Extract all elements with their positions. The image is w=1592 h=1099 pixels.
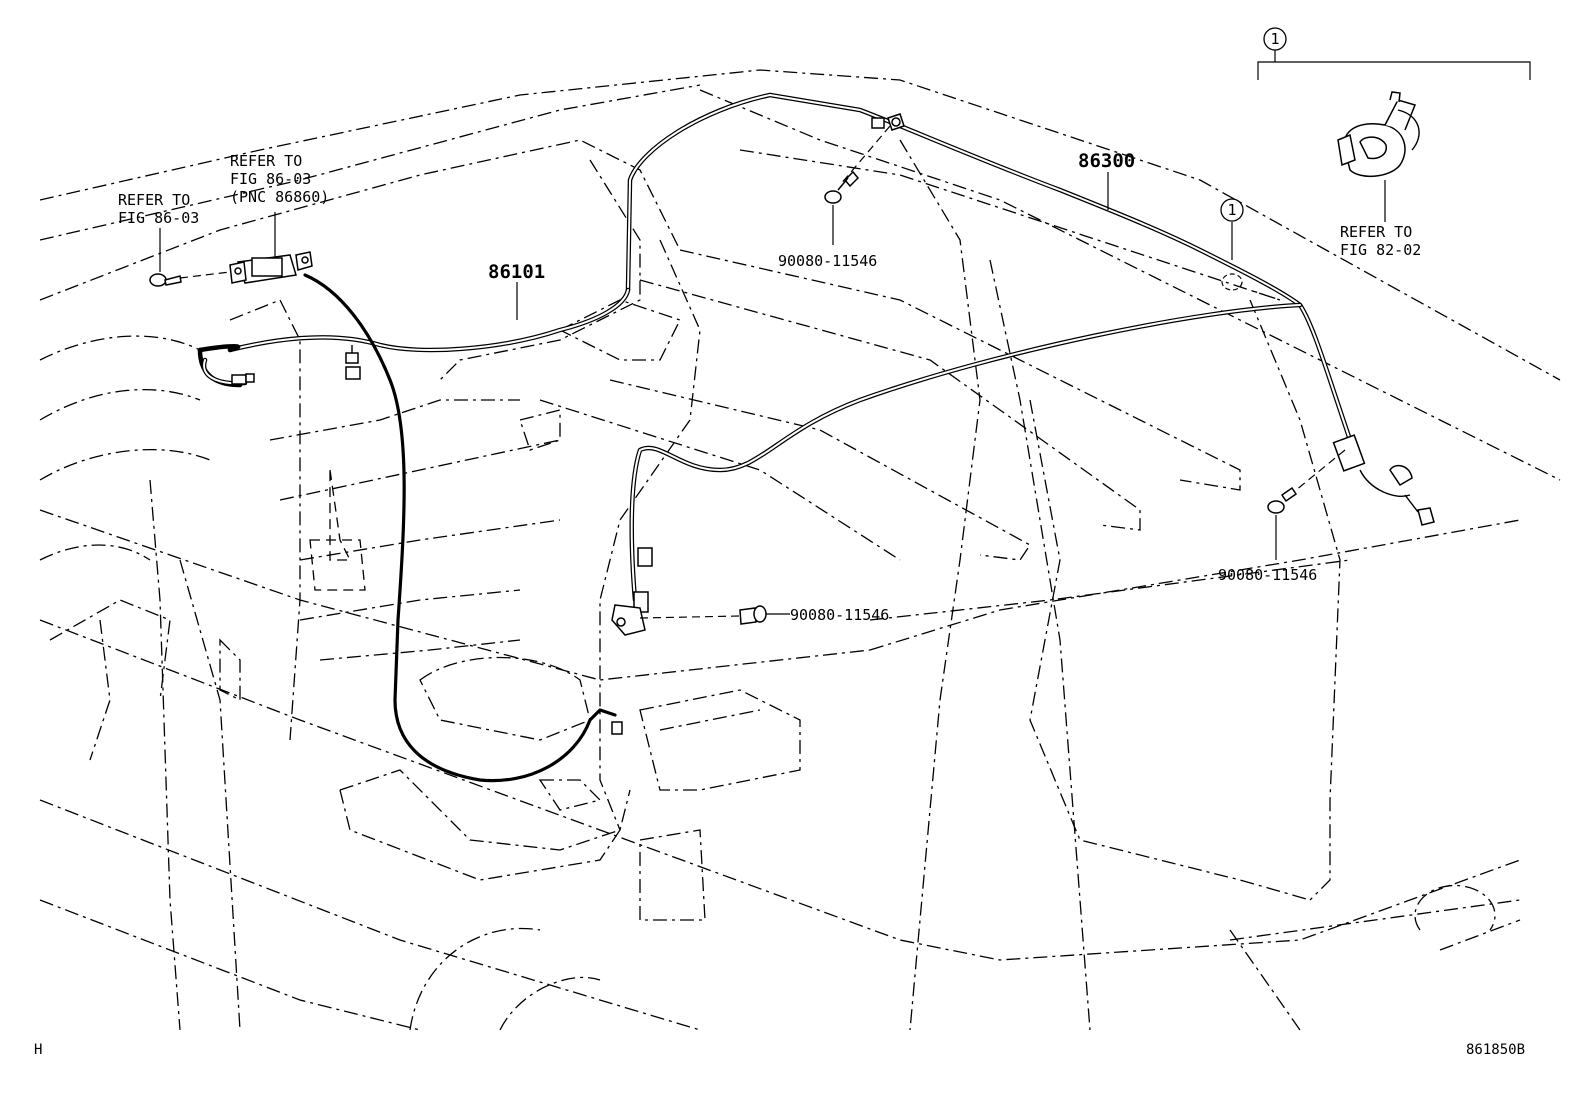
svg-text:(PNC 86860): (PNC 86860) [230,188,329,206]
clip-bolt-left [149,271,231,287]
bolt-right [1267,449,1346,560]
part-number-86300: 86300 [1078,150,1135,172]
antenna-cable-86101 [197,287,631,388]
svg-text:REFER TO: REFER TO [118,191,190,209]
footer-figure-code: 861850B [1466,1042,1525,1058]
rear-connectors-right [1332,434,1435,526]
radio-tuner-module [229,251,313,284]
bolt-number-center: 90080-11546 [790,606,889,624]
vehicle-body-outline [39,69,1561,1031]
roof-cable-clamp [871,113,905,131]
svg-text:REFER TO: REFER TO [1340,223,1412,241]
bolt-number-right: 90080-11546 [1218,566,1317,584]
svg-text:REFER TO: REFER TO [230,152,302,170]
antenna-cable-86300 [625,92,1353,603]
inset-bracket [1257,50,1531,80]
svg-text:1: 1 [1270,30,1279,48]
bolt-center [639,605,790,625]
footer-left-code: H [34,1042,42,1058]
svg-text:1: 1 [1227,201,1236,219]
console-connector [611,721,623,735]
bolt-number-top: 90080-11546 [778,252,877,270]
radio-lead-cable [303,273,617,783]
part-leaders [159,172,1386,320]
pillar-connectors [611,547,653,636]
svg-text:FIG 82-02: FIG 82-02 [1340,241,1421,259]
cable-clamp-clip [1337,91,1420,177]
harness-connectors-left [231,345,361,385]
refer-bolt-label: REFER TO FIG 86-03 [118,191,199,227]
part-number-86101: 86101 [488,261,545,283]
bolt-top [824,125,891,245]
svg-text:FIG 86-03: FIG 86-03 [118,209,199,227]
refer-radio-label: REFER TO FIG 86-03 (PNC 86860) [230,152,329,206]
callout-marker-cable: 1 [1220,198,1244,222]
svg-text:FIG 86-03: FIG 86-03 [230,170,311,188]
refer-clip-label: REFER TO FIG 82-02 [1340,223,1421,259]
callout-marker-top: 1 [1263,27,1287,51]
